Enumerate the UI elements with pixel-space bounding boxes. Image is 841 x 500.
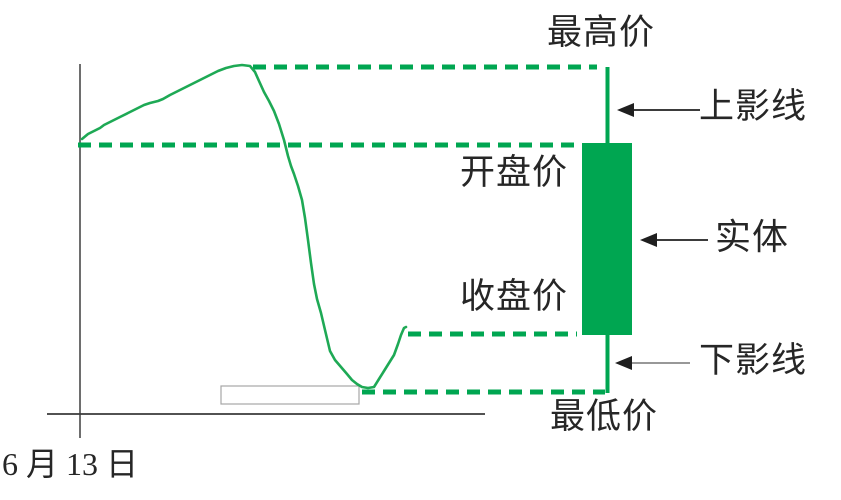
lower-shadow-arrow-icon [615, 356, 690, 370]
close-price-label: 收盘价 [460, 277, 569, 316]
date-label: 6 月 13 日 [2, 446, 139, 482]
highest-price-label: 最高价 [547, 13, 656, 52]
real-body-arrow-icon [640, 233, 708, 247]
lowest-price-label: 最低价 [550, 397, 659, 436]
lower-shadow-label: 下影线 [699, 341, 808, 380]
empty-callout-box [220, 385, 360, 405]
price-curve [80, 63, 408, 390]
upper-shadow-label: 上影线 [699, 87, 808, 126]
candle-body [582, 143, 632, 335]
upper-shadow-arrow-icon [617, 103, 700, 117]
open-price-label: 开盘价 [460, 153, 569, 192]
real-body-label: 实体 [715, 217, 790, 257]
